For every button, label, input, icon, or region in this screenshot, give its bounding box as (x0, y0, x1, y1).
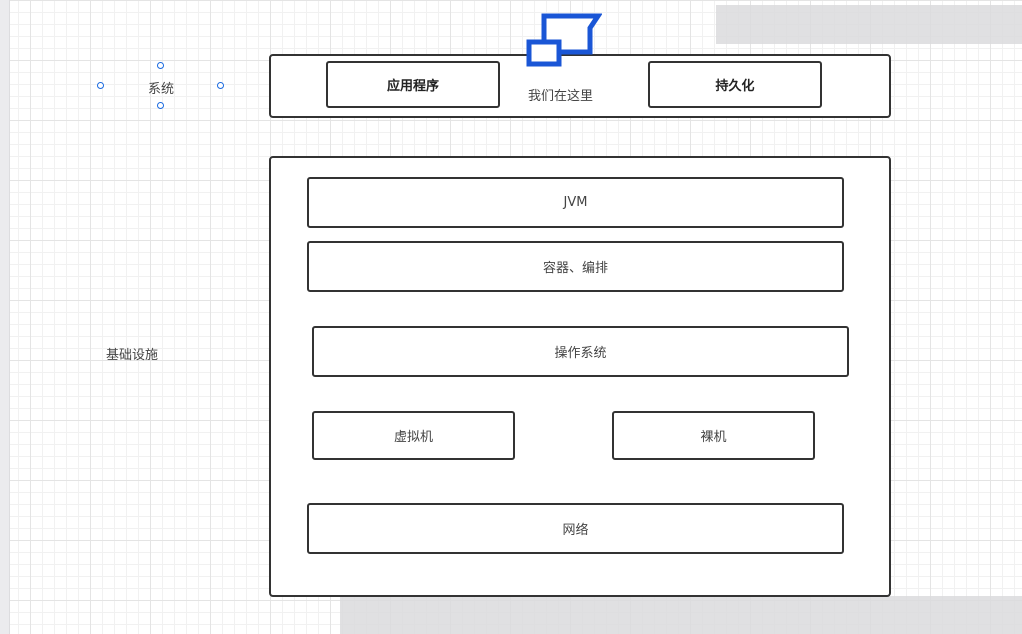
application-box[interactable]: 应用程序 (326, 61, 500, 108)
bare-metal-box[interactable]: 裸机 (612, 411, 815, 460)
persistence-box[interactable]: 持久化 (648, 61, 822, 108)
network-box[interactable]: 网络 (307, 503, 844, 554)
os-box[interactable]: 操作系统 (312, 326, 849, 377)
vm-box[interactable]: 虚拟机 (312, 411, 515, 460)
left-sidebar-divider (9, 0, 10, 634)
infrastructure-label[interactable]: 基础设施 (106, 348, 159, 363)
selection-handle-left[interactable] (97, 82, 104, 89)
center-note[interactable]: 我们在这里 (528, 89, 594, 104)
selection-handle-right[interactable] (217, 82, 224, 89)
toolbar-overlay-bottom (340, 596, 1022, 634)
system-label[interactable]: 系统 (148, 82, 175, 97)
selection-handle-bottom[interactable] (157, 102, 164, 109)
left-sidebar-edge (0, 0, 9, 634)
containers-box[interactable]: 容器、编排 (307, 241, 844, 292)
chat-bubbles-icon (526, 13, 602, 67)
toolbar-overlay-top (716, 5, 1022, 44)
selection-handle-top[interactable] (157, 62, 164, 69)
jvm-box[interactable]: JVM (307, 177, 844, 228)
